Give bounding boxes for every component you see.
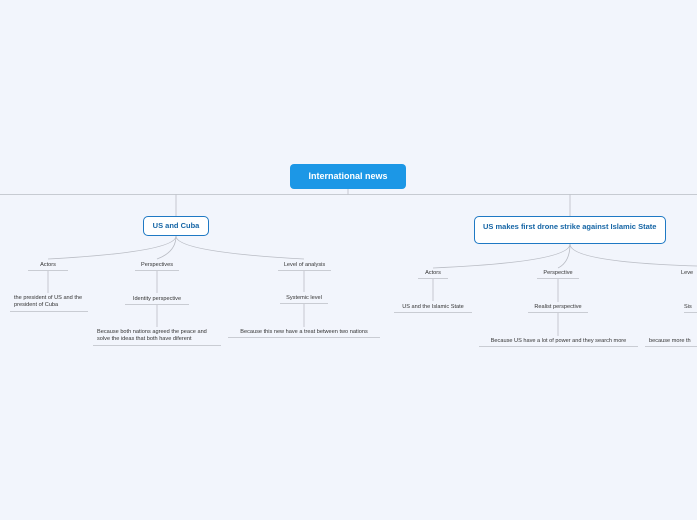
branch1-perspectives[interactable]: Perspectives bbox=[135, 262, 179, 271]
branch2-realist-detail[interactable]: Because US have a lot of power and they … bbox=[479, 338, 638, 347]
branch2-level[interactable]: Leve bbox=[681, 270, 694, 276]
branch2-realist-perspective[interactable]: Realist perspective bbox=[528, 304, 588, 313]
branch2-actors-item[interactable]: US and the Islamic State bbox=[394, 304, 472, 313]
branch1-actors-item[interactable]: the president of US and the president of… bbox=[10, 295, 88, 312]
branch1-identity-perspective[interactable]: Identity perspective bbox=[125, 296, 189, 305]
branch2-level-detail[interactable]: because more th bbox=[645, 338, 697, 347]
branch1-identity-detail[interactable]: Because both nations agreed the peace an… bbox=[93, 329, 221, 346]
branch1-level-of-analysis[interactable]: Level of analysis bbox=[278, 262, 331, 271]
branch2-systemic[interactable]: Sis bbox=[684, 304, 697, 313]
branch2-perspective[interactable]: Perspective bbox=[537, 270, 579, 279]
branch-us-drone-strike[interactable]: US makes first drone strike against Isla… bbox=[474, 216, 666, 244]
root-topic[interactable]: International news bbox=[290, 164, 406, 189]
branch2-actors[interactable]: Actors bbox=[418, 270, 448, 279]
branch1-systemic-level[interactable]: Systemic level bbox=[280, 295, 328, 304]
branch-us-cuba[interactable]: US and Cuba bbox=[143, 216, 209, 236]
branch1-actors[interactable]: Actors bbox=[28, 262, 68, 271]
branch1-systemic-detail[interactable]: Because this new have a treat between tw… bbox=[228, 329, 380, 338]
